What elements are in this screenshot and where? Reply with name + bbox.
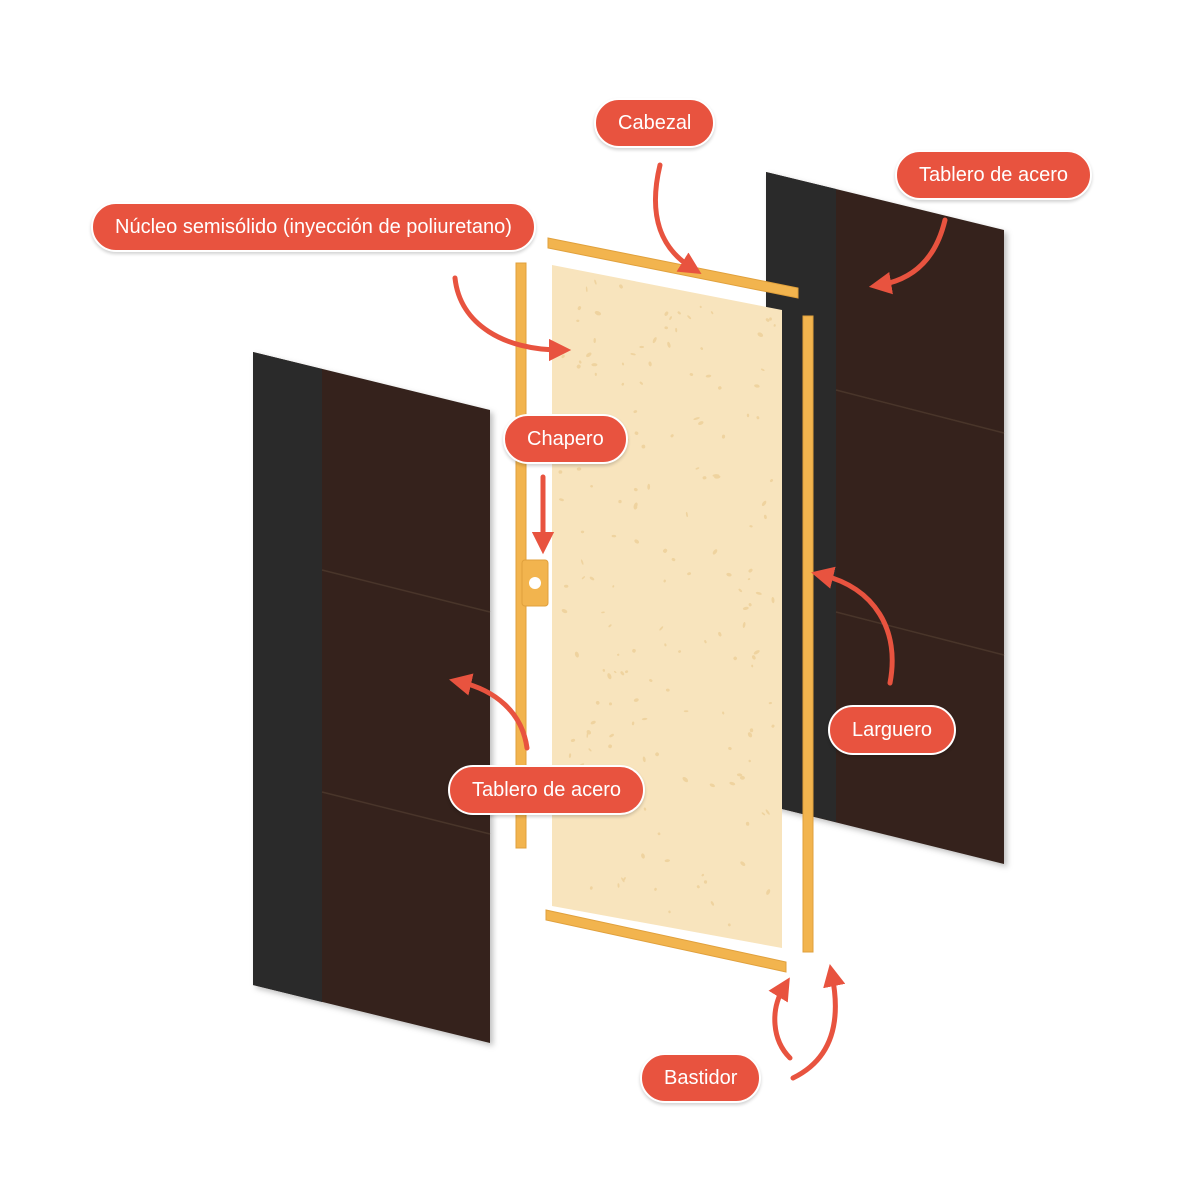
- arrow-tablero-bottom: [449, 673, 530, 751]
- label-bastidor: Bastidor: [640, 1053, 762, 1103]
- label-larguero: Larguero: [828, 705, 957, 755]
- right-stile: [802, 315, 814, 953]
- left-stile: [515, 262, 527, 849]
- label-chapero: Chapero: [503, 414, 628, 464]
- label-tablero-acero-top: Tablero de acero: [895, 150, 1092, 200]
- lock-block: [521, 559, 549, 607]
- arrow-larguero: [811, 566, 895, 686]
- steel-panel-right: [766, 172, 1005, 864]
- label-tablero-acero-bottom: Tablero de acero: [448, 765, 645, 815]
- arrow-bastidor-right: [790, 963, 846, 1081]
- arrow-tablero-top: [868, 217, 948, 295]
- top-rail: [547, 237, 799, 299]
- label-cabezal: Cabezal: [594, 98, 716, 148]
- core-panel: [552, 265, 782, 948]
- arrow-bastidor-left: [768, 977, 793, 1061]
- steel-panel-left: [253, 352, 491, 1043]
- label-nucleo-semisolido: Núcleo semisólido (inyección de poliuret…: [91, 202, 536, 252]
- arrow-cabezal: [652, 162, 702, 274]
- bottom-rail: [545, 909, 787, 973]
- arrow-nucleo: [452, 275, 572, 362]
